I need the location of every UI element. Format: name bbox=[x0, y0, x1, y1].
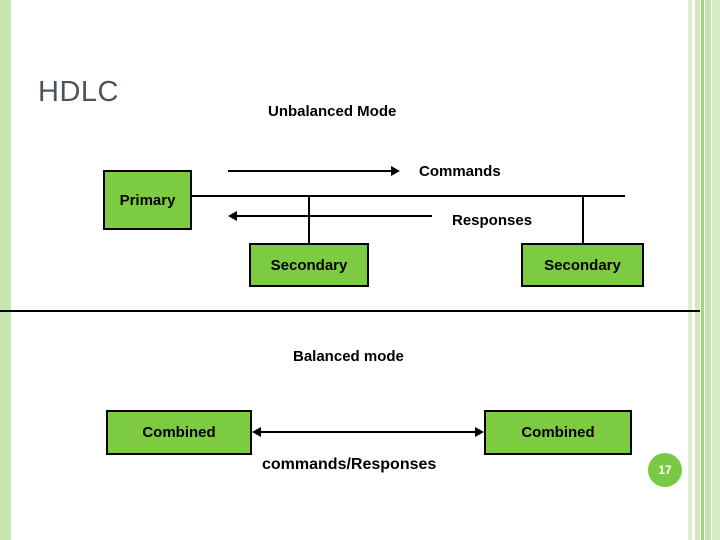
node-primary-label: Primary bbox=[119, 191, 176, 209]
node-combined-right-label: Combined bbox=[521, 424, 595, 441]
responses-arrow-head bbox=[228, 211, 237, 221]
slide-title: HDLC bbox=[38, 76, 119, 108]
decorative-stripe-right-2 bbox=[695, 0, 700, 540]
node-combined-left-label: Combined bbox=[142, 424, 216, 441]
decorative-stripe-left bbox=[0, 0, 11, 540]
commands-label: Commands bbox=[419, 163, 501, 180]
section-divider bbox=[0, 310, 700, 312]
commands-arrow-line bbox=[228, 170, 391, 172]
decorative-stripe-right-4 bbox=[705, 0, 711, 540]
page-number-text: 17 bbox=[658, 463, 672, 477]
unbalanced-mode-heading: Unbalanced Mode bbox=[268, 103, 397, 120]
node-combined-right[interactable]: Combined bbox=[484, 410, 632, 455]
page-number-badge: 17 bbox=[648, 453, 682, 487]
balanced-link-arrow-head-left bbox=[252, 427, 261, 437]
node-secondary-right-label: Secondary bbox=[544, 256, 621, 274]
balanced-link-label: commands/Responses bbox=[262, 456, 437, 473]
decorative-stripe-right-5 bbox=[712, 0, 720, 540]
balanced-mode-heading: Balanced mode bbox=[293, 348, 404, 365]
node-secondary-left[interactable]: Secondary bbox=[249, 243, 369, 287]
node-combined-left[interactable]: Combined bbox=[106, 410, 252, 455]
node-secondary-left-label: Secondary bbox=[270, 256, 348, 274]
secondary-left-drop-line bbox=[308, 195, 310, 244]
responses-arrow-line bbox=[237, 215, 432, 217]
node-primary[interactable]: Primary bbox=[103, 170, 192, 230]
decorative-stripe-right-3 bbox=[701, 0, 704, 540]
node-secondary-right[interactable]: Secondary bbox=[521, 243, 644, 287]
balanced-link-arrow-head-right bbox=[475, 427, 484, 437]
decorative-stripe-right-1 bbox=[688, 0, 692, 540]
secondary-right-drop-line bbox=[582, 195, 584, 244]
balanced-link-line bbox=[261, 431, 475, 433]
responses-label: Responses bbox=[452, 212, 533, 229]
commands-arrow-head bbox=[391, 166, 400, 176]
unbalanced-bus-line bbox=[192, 195, 625, 197]
